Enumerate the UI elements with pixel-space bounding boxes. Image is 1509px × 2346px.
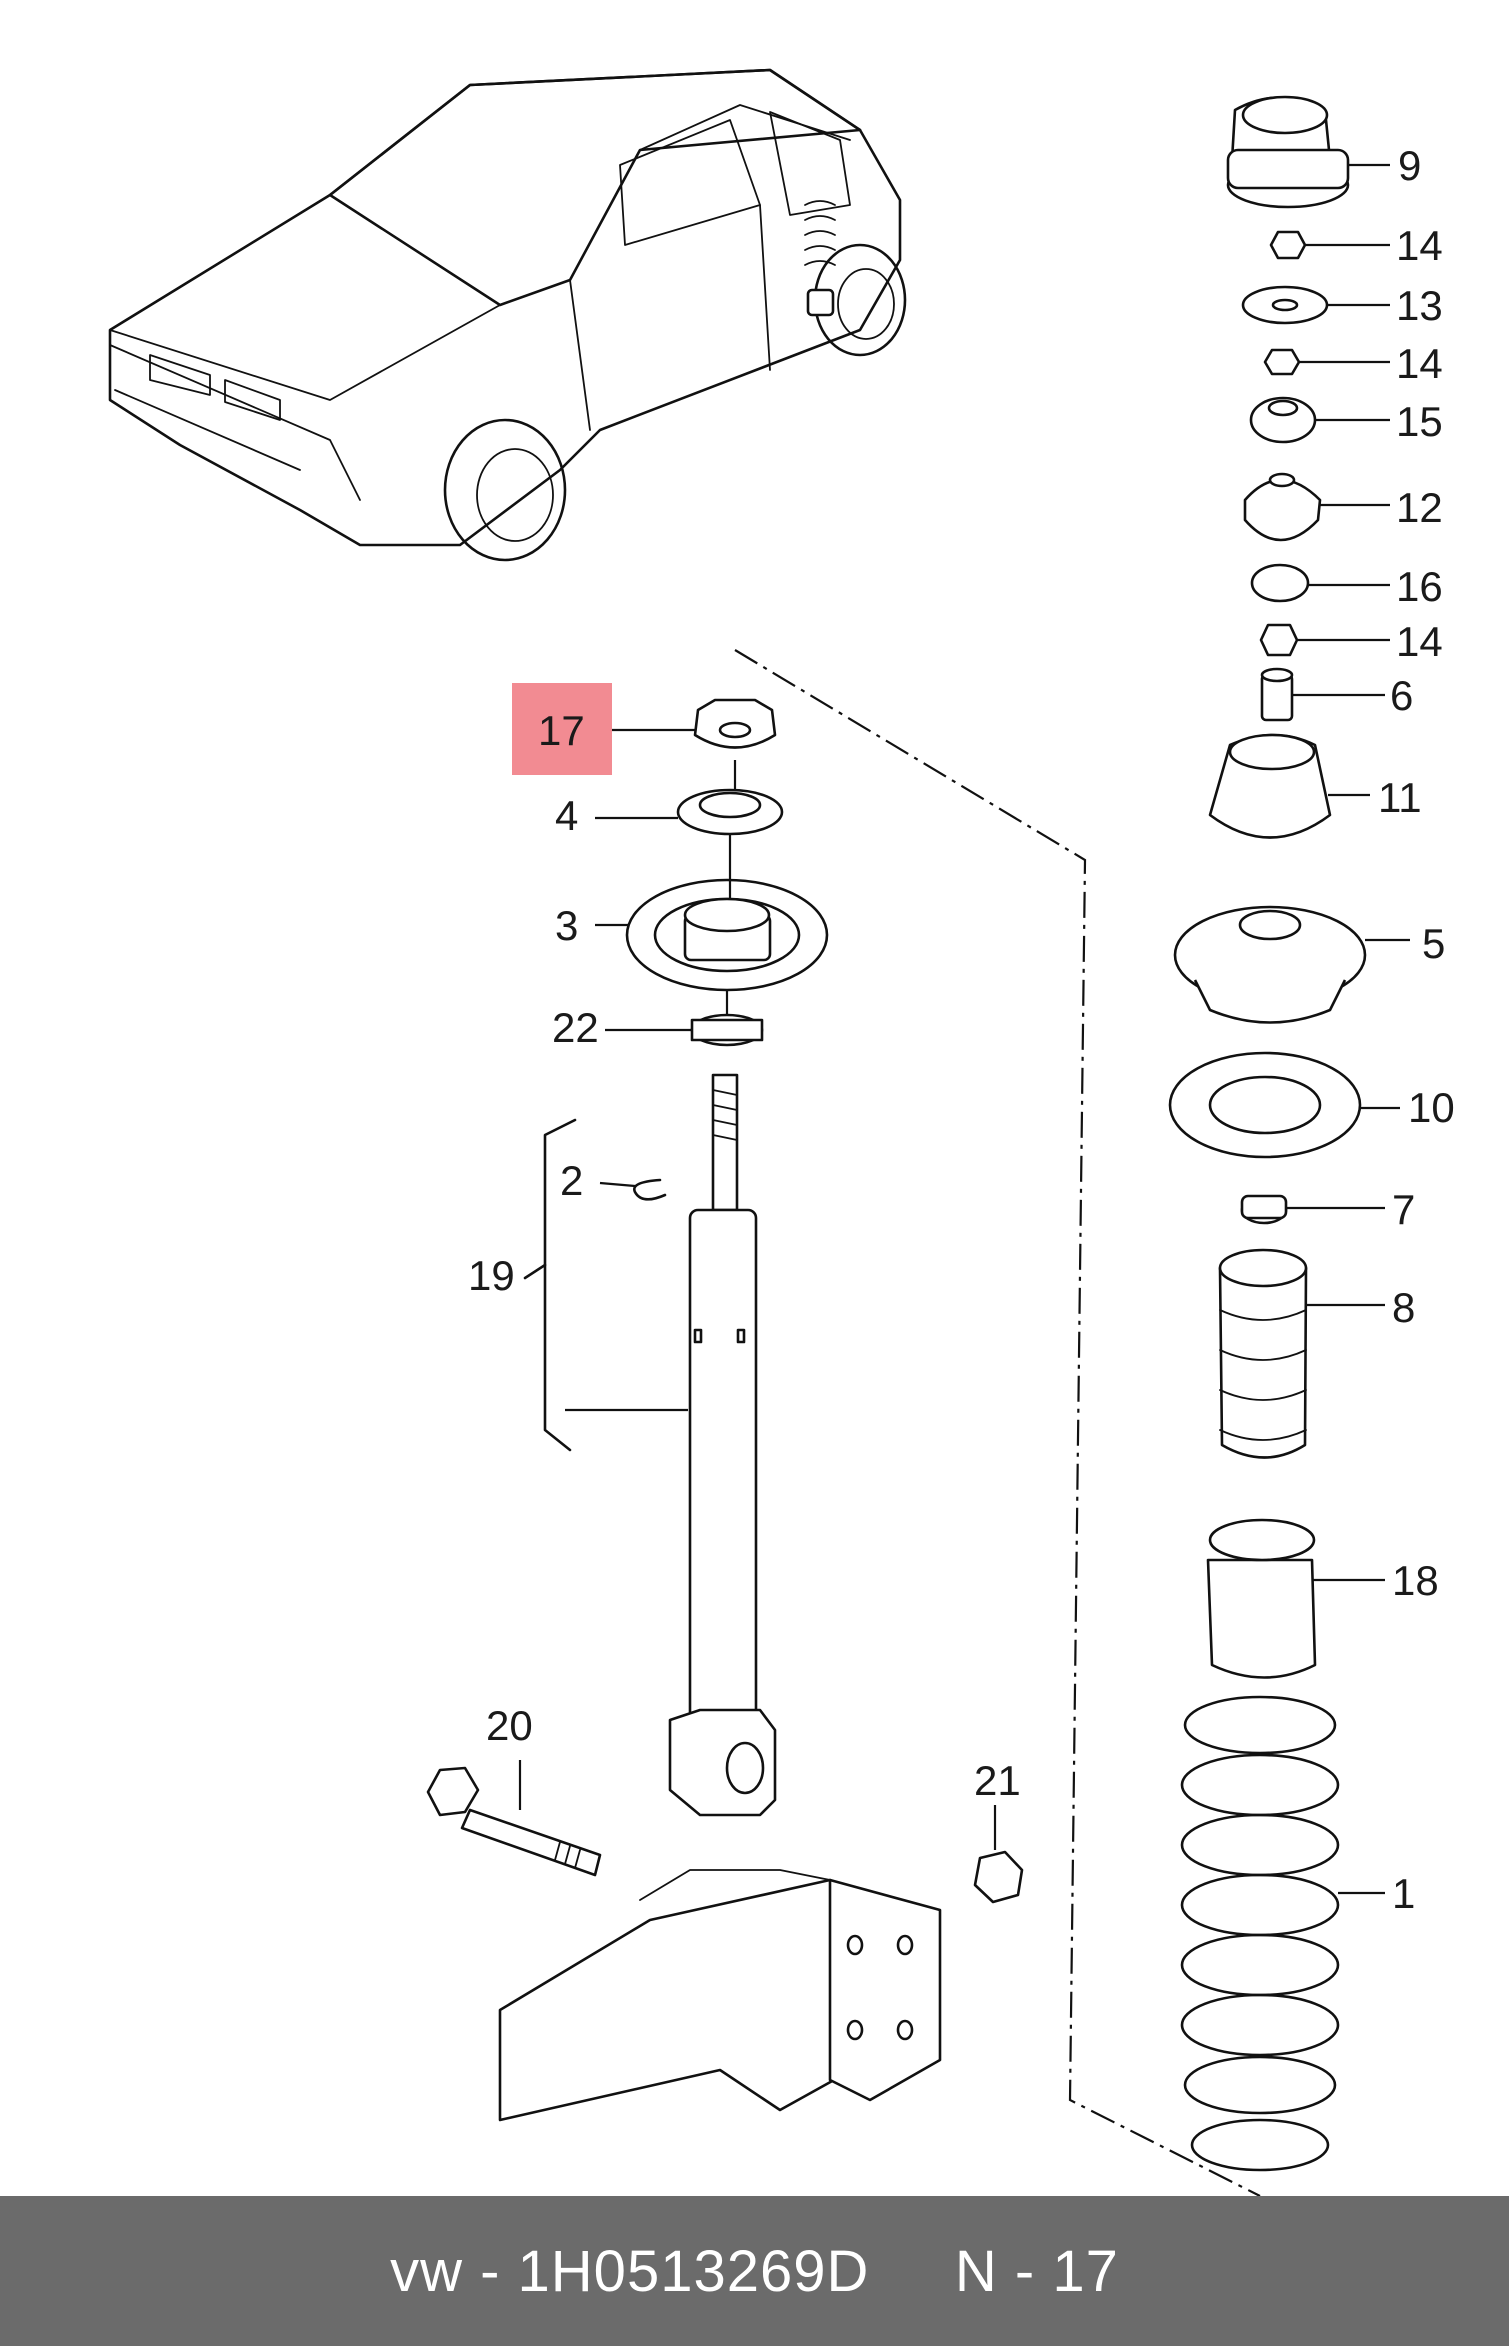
divider-dashed-line (734, 649, 1261, 2196)
callout-label: 6 (1390, 672, 1413, 719)
spring-assembly (1168, 95, 1367, 2172)
callout-label: 7 (1392, 1186, 1415, 1233)
callout-label: 9 (1398, 142, 1421, 189)
callout-label: 14 (1396, 618, 1443, 665)
callout-label: 8 (1392, 1284, 1415, 1331)
shock-absorber-assembly (523, 698, 829, 1817)
callout-label: 5 (1422, 920, 1445, 967)
callout-label: 4 (555, 792, 578, 839)
parts-diagram: 9 14 13 14 15 12 16 14 6 11 5 10 7 8 18 … (108, 68, 1455, 2196)
callout-label-highlighted: 17 (538, 707, 585, 754)
leader-lines (518, 163, 1410, 1895)
callout-label: 11 (1378, 774, 1422, 821)
callout-label: 14 (1396, 340, 1443, 387)
highlight-box (512, 683, 612, 775)
callout-label: 12 (1396, 484, 1443, 531)
callout-label: 13 (1396, 282, 1443, 329)
footer-bar: vw - 1H0513269D N - 17 (0, 2196, 1509, 2346)
callout-label: 10 (1408, 1084, 1455, 1131)
callout-label: 2 (560, 1157, 583, 1204)
callout-label: 22 (552, 1004, 599, 1051)
callout-label: 20 (486, 1702, 533, 1749)
callout-label: 19 (468, 1252, 515, 1299)
nut (973, 1850, 1024, 1904)
callout-label: 16 (1396, 563, 1443, 610)
axle-beam (498, 1869, 942, 2122)
bolt (426, 1766, 602, 1877)
callout-label: 21 (974, 1757, 1021, 1804)
callout-label: 14 (1396, 222, 1443, 269)
callout-label: 18 (1392, 1557, 1439, 1604)
callout-labels: 9 14 13 14 15 12 16 14 6 11 5 10 7 8 18 … (468, 142, 1455, 1917)
part-number-caption: vw - 1H0513269D N - 17 (390, 2238, 1119, 2304)
callout-label: 15 (1396, 398, 1443, 445)
callout-label: 1 (1392, 1870, 1415, 1917)
car-illustration (108, 68, 907, 562)
callout-label: 3 (555, 902, 578, 949)
